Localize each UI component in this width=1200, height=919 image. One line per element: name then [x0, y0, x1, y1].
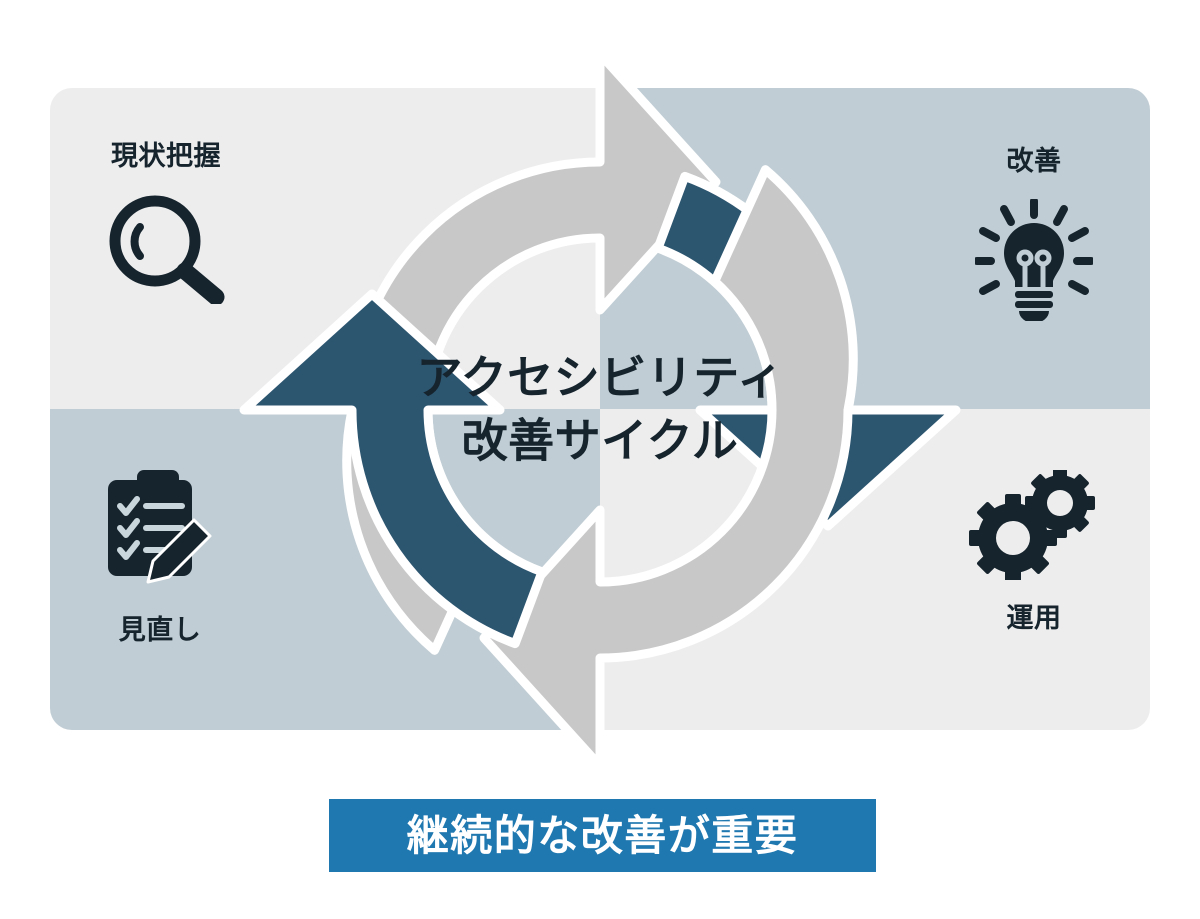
stage-unyou[interactable]: 運用 [934, 470, 1134, 634]
clipboard-check-pencil-icon [108, 470, 212, 584]
center-title-line2: 改善サイクル [461, 415, 739, 467]
stage-label-minaoshi: 見直し [118, 615, 202, 645]
center-title-line1: アクセシビリティ [416, 351, 784, 404]
stage-minaoshi[interactable]: 見直し [60, 468, 260, 646]
stage-label-kaizen: 改善 [1006, 146, 1062, 176]
bottom-banner-text: 継続的な改善が重要 [406, 811, 799, 859]
magnifier-icon [109, 195, 225, 305]
stage-genjou-haaku[interactable]: 現状把握 [66, 140, 266, 305]
stage-label-unyou: 運用 [1006, 603, 1062, 633]
stage-kaizen[interactable]: 改善 [934, 145, 1134, 322]
gears-icon [969, 470, 1095, 580]
center-title: アクセシビリティ 改善サイクル [417, 347, 784, 474]
stage-label-genjou-haaku: 現状把握 [111, 141, 221, 171]
lightbulb-icon [975, 199, 1093, 322]
bottom-banner: 継続的な改善が重要 [329, 799, 876, 872]
